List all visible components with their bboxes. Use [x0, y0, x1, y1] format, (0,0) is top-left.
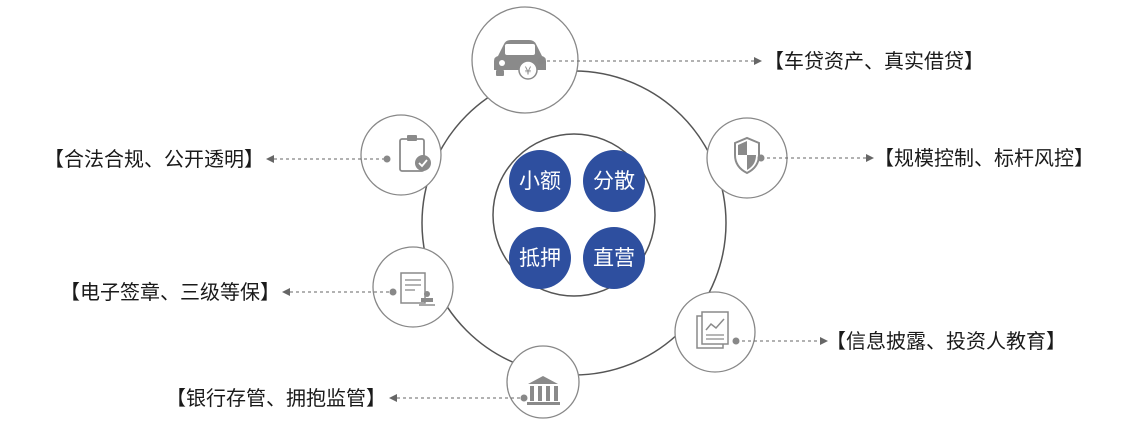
- feature-node-bank: 【银行存管、拥抱监管】: [166, 345, 580, 419]
- inner-ring: [492, 133, 656, 297]
- center-item-small-amount: 小额: [509, 150, 571, 212]
- bank-icon: [527, 376, 560, 405]
- report-chart-icon: [696, 311, 729, 349]
- feature-label: 【车贷资产、真实借贷】: [764, 49, 984, 73]
- feature-node-report: 【信息披露、投资人教育】: [674, 291, 1066, 373]
- feature-label: 【信息披露、投资人教育】: [826, 329, 1066, 353]
- center-item-label: 分散: [593, 169, 635, 193]
- center-item-mortgage: 抵押: [509, 227, 571, 289]
- shield-icon: [734, 136, 760, 175]
- center-item-dispersed: 分散: [583, 150, 645, 212]
- center-item-label: 抵押: [519, 246, 561, 270]
- feature-label: 【合法合规、公开透明】: [44, 147, 264, 171]
- feature-label: 【银行存管、拥抱监管】: [166, 386, 386, 410]
- clipboard-check-icon: [399, 135, 431, 172]
- center-item-direct: 直营: [583, 227, 645, 289]
- feature-label: 【电子签章、三级等保】: [60, 280, 280, 304]
- feature-node-document: 【电子签章、三级等保】: [60, 246, 454, 328]
- feature-label: 【规模控制、标杆风控】: [874, 146, 1094, 170]
- feature-node-shield: 【规模控制、标杆风控】: [706, 117, 1094, 199]
- feature-node-car: ¥ 【车贷资产、真实借贷】: [471, 6, 984, 114]
- center-item-label: 小额: [519, 169, 561, 193]
- car-icon: ¥: [494, 40, 546, 80]
- feature-node-clipboard: 【合法合规、公开透明】: [44, 114, 442, 196]
- center-item-label: 直营: [593, 246, 635, 270]
- svg-text:¥: ¥: [525, 65, 532, 78]
- document-stamp-icon: [400, 272, 435, 306]
